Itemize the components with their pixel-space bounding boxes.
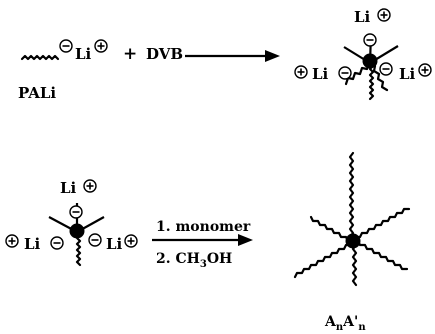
cation-symbol (83, 179, 97, 193)
li-label: Li (24, 235, 41, 253)
cation-symbol (94, 39, 108, 53)
anion-symbol (50, 236, 64, 250)
li-label: Li (106, 235, 123, 253)
condition-step1: 1. monomer (156, 219, 251, 235)
dvb-label: DVB (146, 45, 183, 63)
core-dot (362, 53, 378, 69)
li-label: Li (399, 65, 416, 83)
core-dot (345, 233, 361, 249)
pali-label: PALi (18, 84, 56, 102)
cation-symbol (5, 234, 19, 248)
plus-sign: + (123, 44, 137, 64)
polymer-chain-wavy (20, 54, 60, 61)
condition-step2: 2. CH3OH (156, 251, 232, 270)
anion-symbol (338, 66, 352, 80)
li-label: Li (354, 8, 371, 26)
li-label: Li (312, 65, 329, 83)
cation-symbol (418, 63, 432, 77)
cation-symbol (124, 234, 138, 248)
anion-symbol (88, 233, 102, 247)
core-dot (69, 223, 85, 239)
cation-symbol (377, 8, 391, 22)
anion-symbol (69, 205, 83, 219)
anion-symbol (363, 33, 377, 47)
product-label: AnA'n (324, 314, 366, 333)
li-label: Li (75, 45, 92, 63)
star-polymer-product (293, 151, 411, 287)
anion-symbol (379, 62, 393, 76)
star-core-top (343, 33, 399, 101)
reaction-arrow-2 (152, 234, 253, 246)
cation-symbol (294, 65, 308, 79)
anion-symbol (59, 39, 73, 53)
reaction-arrow-1 (185, 50, 280, 62)
li-label: Li (60, 179, 77, 197)
